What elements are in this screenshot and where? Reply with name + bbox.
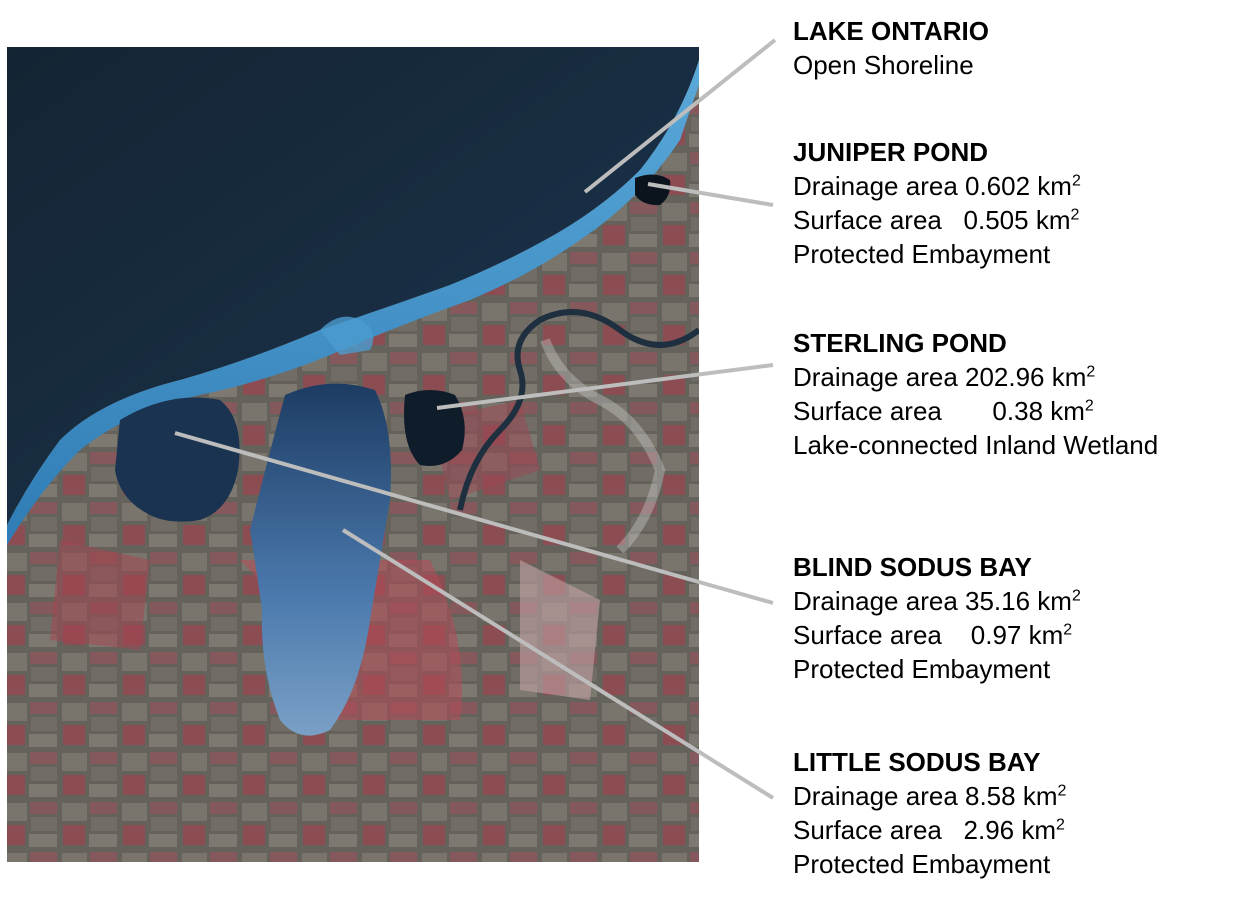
label-little-sodus-bay: LITTLE SODUS BAY Drainage area 8.58 km2 … bbox=[793, 745, 1066, 881]
juniper-pond-water bbox=[635, 174, 671, 206]
little-sodus-bay-water bbox=[250, 383, 391, 736]
label-sterling-pond: STERLING POND Drainage area 202.96 km2 S… bbox=[793, 326, 1158, 462]
aerial-photo bbox=[7, 47, 699, 862]
little-sodus-bay-drainage: Drainage area 8.58 km2 bbox=[793, 781, 1067, 811]
juniper-pond-drainage: Drainage area 0.602 km2 bbox=[793, 171, 1081, 201]
label-lake-ontario: LAKE ONTARIO Open Shoreline bbox=[793, 14, 989, 82]
juniper-pond-surface: Surface area 0.505 km2 bbox=[793, 205, 1080, 235]
leader-lake-ontario bbox=[583, 38, 777, 194]
sterling-pond-water bbox=[404, 390, 465, 466]
blind-sodus-bay-water bbox=[115, 397, 240, 522]
label-blind-sodus-bay: BLIND SODUS BAY Drainage area 35.16 km2 … bbox=[793, 550, 1081, 686]
unit-exponent: 2 bbox=[1057, 782, 1067, 800]
leader-little-sodus-bay bbox=[341, 528, 775, 800]
juniper-pond-title: JUNIPER POND bbox=[793, 137, 989, 167]
lake-ontario-water bbox=[7, 47, 699, 525]
unit-exponent: 2 bbox=[1071, 587, 1081, 605]
unit-exponent: 2 bbox=[1084, 397, 1094, 415]
leader-sterling-pond bbox=[436, 363, 774, 410]
sterling-pond-surface: Surface area 0.38 km2 bbox=[793, 396, 1094, 426]
lake-ontario-type: Open Shoreline bbox=[793, 50, 974, 80]
blind-sodus-bay-drainage: Drainage area 35.16 km2 bbox=[793, 586, 1081, 616]
unit-exponent: 2 bbox=[1056, 816, 1065, 834]
little-sodus-bay-title: LITTLE SODUS BAY bbox=[793, 747, 1041, 777]
sterling-pond-drainage: Drainage area 202.96 km2 bbox=[793, 362, 1096, 392]
unit-exponent: 2 bbox=[1070, 206, 1080, 224]
leader-lines bbox=[174, 38, 777, 800]
blind-sodus-bay-title: BLIND SODUS BAY bbox=[793, 552, 1032, 582]
blind-sodus-bay-surface: Surface area 0.97 km2 bbox=[793, 620, 1073, 650]
lake-ontario-title: LAKE ONTARIO bbox=[793, 16, 989, 46]
sterling-pond-title: STERLING POND bbox=[793, 328, 1007, 358]
leader-blind-sodus-bay bbox=[174, 431, 774, 605]
leader-juniper-pond bbox=[647, 182, 774, 207]
juniper-pond-type: Protected Embayment bbox=[793, 239, 1051, 269]
unit-exponent: 2 bbox=[1071, 172, 1081, 190]
sterling-pond-type: Lake-connected Inland Wetland bbox=[793, 430, 1159, 460]
blind-sodus-bay-type: Protected Embayment bbox=[793, 654, 1051, 684]
river bbox=[457, 309, 699, 511]
unit-exponent: 2 bbox=[1086, 363, 1096, 381]
little-sodus-bay-type: Protected Embayment bbox=[793, 849, 1051, 879]
little-sodus-bay-surface: Surface area 2.96 km2 bbox=[793, 815, 1065, 845]
unit-exponent: 2 bbox=[1063, 621, 1073, 639]
label-juniper-pond: JUNIPER POND Drainage area 0.602 km2 Sur… bbox=[793, 135, 1081, 271]
